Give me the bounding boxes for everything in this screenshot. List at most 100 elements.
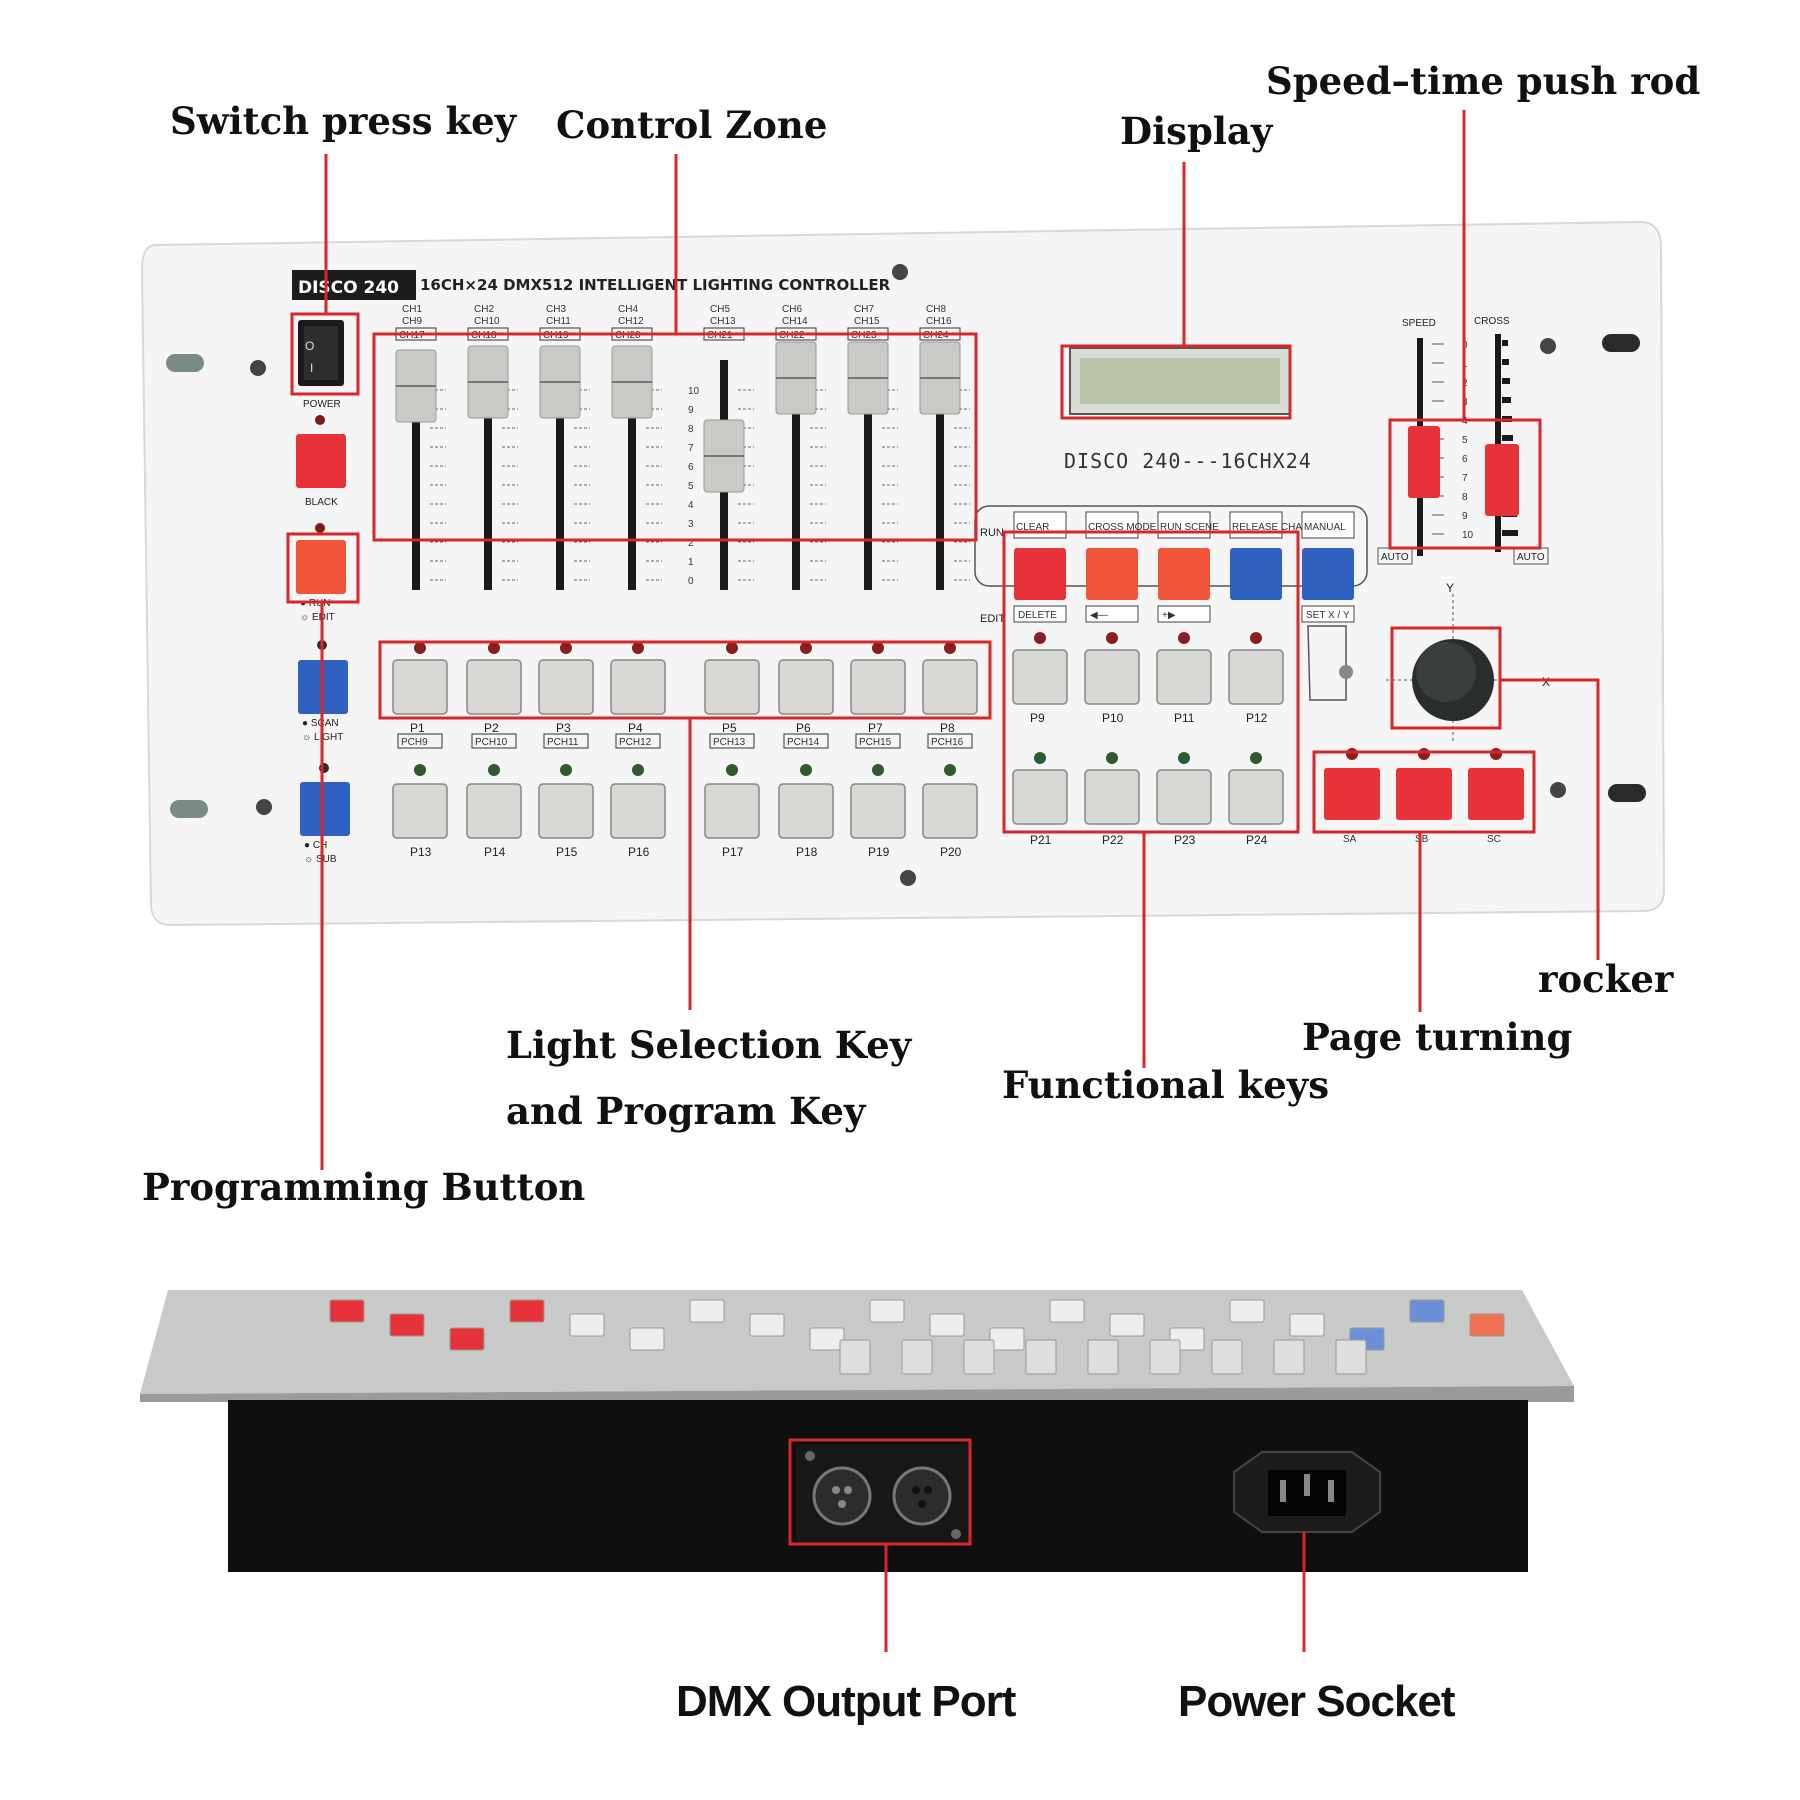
program-key-label: P11: [1174, 711, 1195, 725]
program-key-label: P5: [722, 721, 737, 735]
display-model-text: DISCO 240---16CHX24: [1064, 449, 1312, 473]
page-turning-highlight: [1312, 750, 1536, 834]
key-led: [800, 764, 812, 776]
program-key[interactable]: [1084, 649, 1140, 705]
ch-sub-button[interactable]: [300, 782, 350, 836]
key-led: [560, 642, 572, 654]
program-key-label: P19: [868, 845, 890, 859]
program-key[interactable]: [922, 783, 978, 839]
rear-view-key-cap: [1289, 1313, 1325, 1337]
program-key[interactable]: [1156, 649, 1212, 705]
cross-scale-bar: [1502, 530, 1518, 536]
function-key[interactable]: [1302, 548, 1354, 600]
page-key[interactable]: [1468, 768, 1524, 820]
program-key[interactable]: [922, 659, 978, 715]
label-speed-time-push-rod: Speed–time push rod: [1266, 59, 1700, 103]
cross-scale-bar: [1502, 435, 1513, 441]
program-key[interactable]: [538, 783, 594, 839]
channel-label-secondary: CH13: [710, 316, 736, 327]
rocker-highlight: [1390, 626, 1502, 730]
cross-auto-label: AUTO: [1517, 552, 1545, 563]
program-key[interactable]: [466, 783, 522, 839]
function-key[interactable]: [1086, 548, 1138, 600]
function-key-sublabel: DELETE: [1018, 610, 1057, 621]
fader-scale-tick: 2: [688, 538, 694, 549]
rear-view-key-cap: [1409, 1299, 1445, 1323]
channel-faders: CH1CH9CH17CH2CH10CH18CH3CH11CH19CH4CH12C…: [395, 304, 970, 590]
program-key[interactable]: [610, 659, 666, 715]
blackout-button[interactable]: [296, 434, 346, 488]
label-page-turning: Page turning: [1302, 1015, 1572, 1059]
key-led: [726, 642, 738, 654]
program-key[interactable]: [704, 783, 760, 839]
program-key[interactable]: [1012, 769, 1068, 825]
ch-label: ● CH: [304, 840, 327, 851]
functional-keys-highlight: [1002, 530, 1300, 834]
speed-scale-tick: 9: [1462, 511, 1468, 522]
program-key[interactable]: [1012, 649, 1068, 705]
brand-text: DISCO 240: [298, 278, 399, 298]
program-key-label: P14: [484, 845, 506, 859]
cross-fader-knob[interactable]: [1485, 444, 1519, 516]
program-key[interactable]: [610, 783, 666, 839]
function-key[interactable]: [1158, 548, 1210, 600]
fader-track: [936, 360, 944, 590]
axis-x-label: X: [1542, 675, 1550, 689]
channel-label-secondary: CH15: [854, 316, 880, 327]
rear-view-fader-cap: [1025, 1339, 1057, 1375]
program-key[interactable]: [466, 659, 522, 715]
program-key[interactable]: [1228, 649, 1284, 705]
function-key-sublabel: +▶: [1162, 610, 1176, 621]
program-key[interactable]: [392, 783, 448, 839]
key-led: [632, 642, 644, 654]
key-led: [944, 764, 956, 776]
channel-label-primary: CH3: [546, 304, 566, 315]
key-led: [800, 642, 812, 654]
program-key[interactable]: [850, 783, 906, 839]
page-key[interactable]: [1396, 768, 1452, 820]
program-key[interactable]: [392, 659, 448, 715]
cross-scale-bar: [1502, 340, 1508, 346]
label-display: Display: [1120, 109, 1274, 153]
program-key[interactable]: [1084, 769, 1140, 825]
channel-label-secondary: CH10: [474, 316, 500, 327]
program-key[interactable]: [1228, 769, 1284, 825]
channel-label-primary: CH6: [782, 304, 802, 315]
function-key-label: RUN SCENE: [1160, 522, 1219, 533]
label-light-selection-2: and Program Key: [506, 1089, 867, 1133]
power-rocker-icon: [304, 326, 338, 380]
function-key[interactable]: [1230, 548, 1282, 600]
screw-icon: [892, 264, 908, 280]
channel-label-secondary: CH16: [926, 316, 952, 327]
program-key[interactable]: [704, 659, 760, 715]
rear-view-key-cap: [809, 1327, 845, 1351]
key-led: [1490, 748, 1502, 760]
program-key[interactable]: [538, 659, 594, 715]
rear-view-key-cap: [389, 1313, 425, 1337]
rear-view-key-cap: [989, 1327, 1025, 1351]
rear-view-key-cap: [1109, 1313, 1145, 1337]
program-key[interactable]: [778, 783, 834, 839]
programming-button[interactable]: [296, 540, 346, 594]
program-key[interactable]: [850, 659, 906, 715]
function-key-label: CROSS MODE: [1088, 522, 1157, 533]
fader-scale-tick: 0: [688, 576, 694, 587]
fader-scale-tick: 4: [688, 500, 694, 511]
program-key[interactable]: [778, 659, 834, 715]
program-key[interactable]: [1156, 769, 1212, 825]
pch-label: PCH14: [787, 737, 820, 748]
black-label: BLACK: [305, 497, 338, 508]
fader-track: [556, 360, 564, 590]
program-key-label: P1: [410, 721, 425, 735]
page-key[interactable]: [1324, 768, 1380, 820]
rear-view-fader-cap: [963, 1339, 995, 1375]
led-indicator: [315, 415, 325, 425]
function-key[interactable]: [1014, 548, 1066, 600]
fader-scale-tick: 1: [688, 557, 694, 568]
dmx-out-port-icon: [812, 1466, 872, 1526]
speed-fader-knob[interactable]: [1408, 426, 1440, 498]
fader-scale-tick: 9: [688, 405, 694, 416]
